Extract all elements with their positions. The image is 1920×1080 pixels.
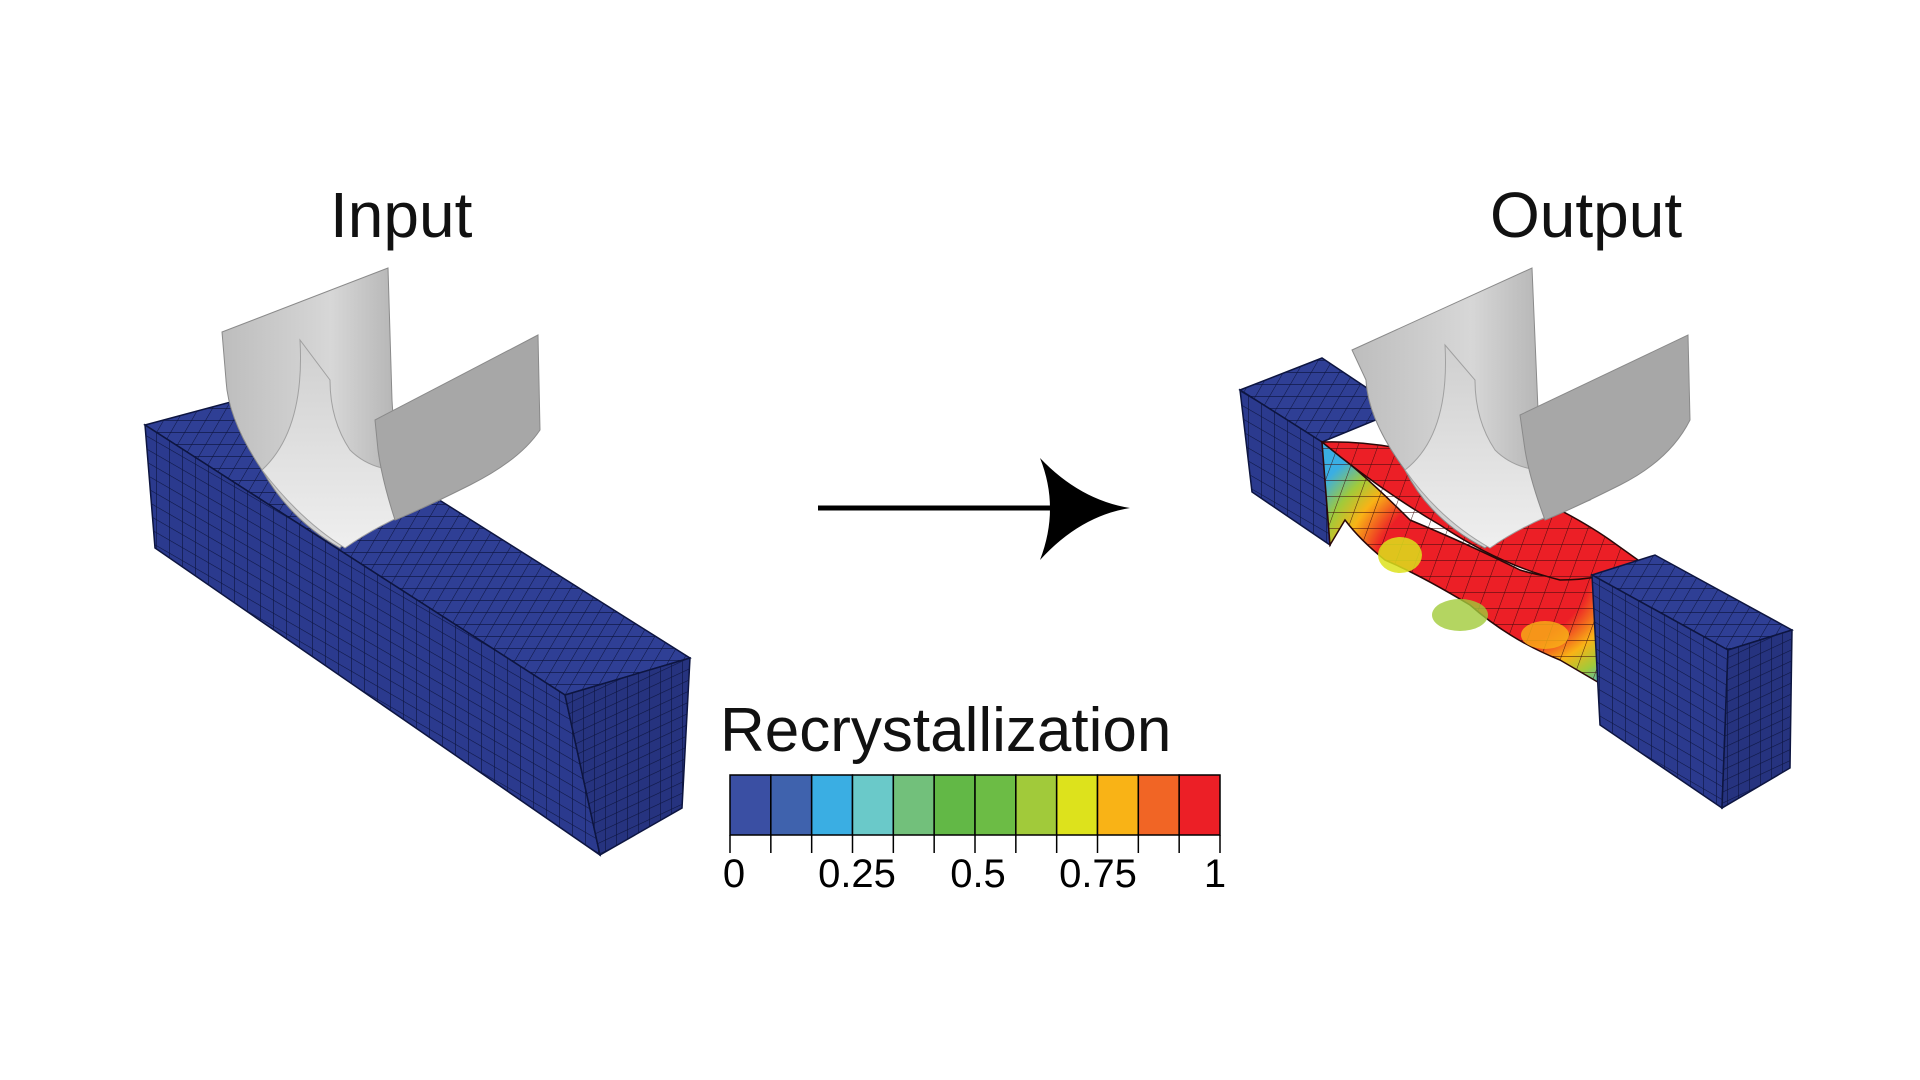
output-hotspot-1 xyxy=(1378,537,1422,573)
output-tool-front-wall xyxy=(1519,334,1691,521)
output-hotspot-2 xyxy=(1432,599,1488,631)
legend-color-swatch xyxy=(974,774,1017,836)
legend-tick-label: 1 xyxy=(1203,852,1227,896)
legend-color-swatch xyxy=(810,774,854,836)
legend-color-swatch xyxy=(933,774,976,836)
legend-tick-label: 0.5 xyxy=(950,852,1006,896)
output-block-right-end xyxy=(1721,628,1793,810)
legend-tick-labels: 0 0.25 0.5 0.75 1 xyxy=(720,852,1226,902)
legend-color-swatch xyxy=(1137,774,1180,836)
legend-title: Recrystallization xyxy=(720,696,1172,765)
legend-tick-label: 0.75 xyxy=(1059,852,1137,896)
legend-colorbar xyxy=(729,774,1221,853)
input-label: Input xyxy=(330,179,473,251)
legend-color-swatch xyxy=(1055,774,1099,836)
input-tool-front-wall xyxy=(374,334,541,521)
legend-tick-label: 0.25 xyxy=(818,852,896,896)
legend-color-swatch xyxy=(770,774,813,836)
legend-color-swatch xyxy=(1015,774,1058,836)
legend-color-swatch xyxy=(851,774,895,836)
legend-color-swatch xyxy=(1096,774,1140,836)
input-tool xyxy=(221,267,541,549)
input-block-end xyxy=(564,656,691,857)
output-hotspot-3 xyxy=(1521,621,1569,649)
output-tool xyxy=(1351,267,1691,549)
legend-tick-label: 0 xyxy=(722,852,746,896)
process-arrow xyxy=(818,458,1130,560)
legend-color-swatch xyxy=(1178,774,1221,836)
legend-color-swatch xyxy=(729,774,772,836)
output-label: Output xyxy=(1490,179,1683,251)
legend-color-swatch xyxy=(892,774,935,836)
